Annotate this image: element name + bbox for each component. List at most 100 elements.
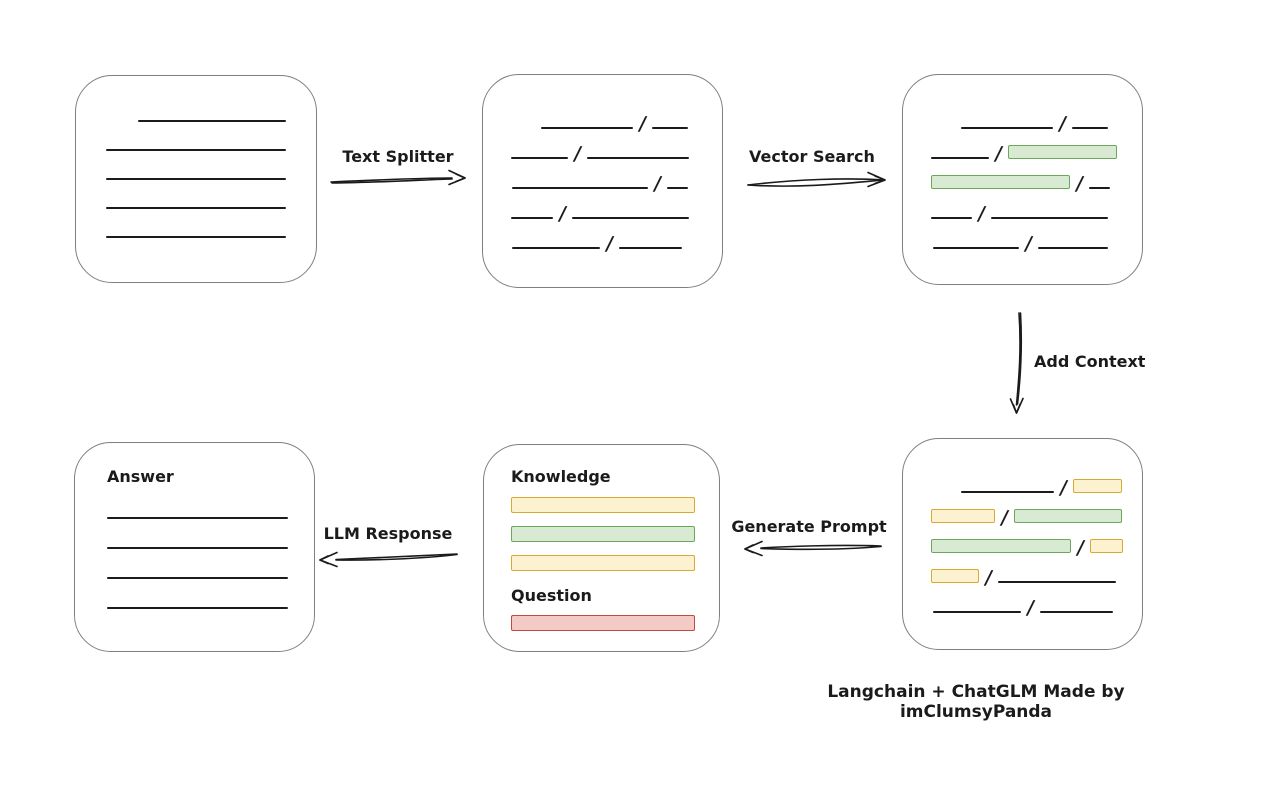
chunk-row xyxy=(107,531,314,549)
indent xyxy=(483,248,512,249)
text-line xyxy=(511,217,553,219)
text-line xyxy=(512,247,600,249)
indent xyxy=(76,208,106,209)
node-split-text: / / / / / xyxy=(482,74,723,288)
indent xyxy=(903,218,931,219)
knowledge-bars xyxy=(511,497,719,571)
indent xyxy=(76,121,138,122)
indent xyxy=(903,552,931,553)
split-slash: / xyxy=(1074,173,1085,195)
text-line xyxy=(933,247,1019,249)
chunk-row: / xyxy=(903,141,1142,165)
split-slash: / xyxy=(993,143,1004,165)
knowledge-bar-green xyxy=(511,526,695,542)
indent xyxy=(483,128,541,129)
text-splitter-arrow xyxy=(330,169,466,186)
credit-text: Langchain + ChatGLM Made by imClumsyPand… xyxy=(827,682,1125,722)
chunk-highlight-yellow xyxy=(1089,539,1123,553)
chunk-row: / xyxy=(903,505,1142,529)
text-line xyxy=(106,236,286,238)
indent xyxy=(903,248,933,249)
add-context-label: Add Context xyxy=(1034,352,1146,371)
chunk-row xyxy=(107,591,314,609)
document-lines xyxy=(76,104,316,238)
node-prompt: Knowledge Question xyxy=(483,444,720,652)
vector-search-label: Vector Search xyxy=(749,147,875,166)
chunk-row xyxy=(76,220,316,238)
split-slash: / xyxy=(1057,113,1068,135)
chunk-highlight-green xyxy=(1013,509,1122,523)
text-line xyxy=(106,207,286,209)
text-line xyxy=(586,157,689,159)
text-line xyxy=(1071,127,1108,129)
chunk-row xyxy=(107,501,314,519)
generate-prompt-arrow xyxy=(744,540,882,557)
chunk-row: / xyxy=(483,231,722,255)
indent xyxy=(483,188,512,189)
split-slash: / xyxy=(999,507,1010,529)
text-line xyxy=(997,581,1116,583)
text-line xyxy=(512,187,648,189)
text-line xyxy=(666,187,688,189)
answer-label: Answer xyxy=(107,467,174,486)
text-line xyxy=(541,127,633,129)
text-line xyxy=(107,577,288,579)
text-line xyxy=(511,157,568,159)
llm-response-arrow xyxy=(319,551,458,568)
split-slash: / xyxy=(604,233,615,255)
split-slash: / xyxy=(1023,233,1034,255)
indent xyxy=(903,612,933,613)
text-line xyxy=(618,247,682,249)
text-line xyxy=(1088,187,1110,189)
indent xyxy=(903,582,931,583)
chunk-row: / xyxy=(903,201,1142,225)
split-slash: / xyxy=(1058,477,1069,499)
chunk-highlight-green xyxy=(931,175,1070,189)
text-line xyxy=(990,217,1108,219)
text-line xyxy=(107,547,288,549)
llm-response-label: LLM Response xyxy=(323,524,453,543)
chunk-row: / xyxy=(903,535,1142,559)
indent xyxy=(903,158,931,159)
indent xyxy=(483,158,511,159)
answer-lines xyxy=(107,501,314,609)
chunk-highlight-yellow xyxy=(1072,479,1122,493)
chunk-row: / xyxy=(903,171,1142,195)
text-line xyxy=(106,149,286,151)
chunk-row: / xyxy=(483,111,722,135)
text-line xyxy=(107,517,288,519)
context-chunk-rows: / / / / / xyxy=(903,475,1142,619)
text-line xyxy=(107,607,288,609)
indent xyxy=(903,188,931,189)
text-line xyxy=(651,127,688,129)
split-text-rows: / / / / / xyxy=(483,111,722,255)
knowledge-bar-yellow xyxy=(511,555,695,571)
chunk-row: / xyxy=(483,141,722,165)
chunk-row xyxy=(76,133,316,151)
chunk-highlight-yellow xyxy=(931,509,995,523)
knowledge-bar-yellow xyxy=(511,497,695,513)
text-line xyxy=(933,611,1021,613)
chunk-row: / xyxy=(483,171,722,195)
split-slash: / xyxy=(1075,537,1086,559)
add-context-arrow xyxy=(1009,312,1024,414)
chunk-row: / xyxy=(483,201,722,225)
text-line xyxy=(1039,611,1113,613)
text-line xyxy=(931,157,989,159)
indent xyxy=(903,128,961,129)
question-label: Question xyxy=(511,586,592,605)
split-slash: / xyxy=(1025,597,1036,619)
indent xyxy=(76,150,106,151)
text-line xyxy=(1037,247,1108,249)
generate-prompt-label: Generate Prompt xyxy=(731,517,887,536)
node-source-document xyxy=(75,75,317,283)
question-bar xyxy=(511,615,695,631)
chunk-row xyxy=(107,561,314,579)
knowledge-label: Knowledge xyxy=(511,467,611,486)
chunk-row xyxy=(76,162,316,180)
text-line xyxy=(961,127,1053,129)
indent xyxy=(483,218,511,219)
split-slash: / xyxy=(983,567,994,589)
split-slash: / xyxy=(652,173,663,195)
